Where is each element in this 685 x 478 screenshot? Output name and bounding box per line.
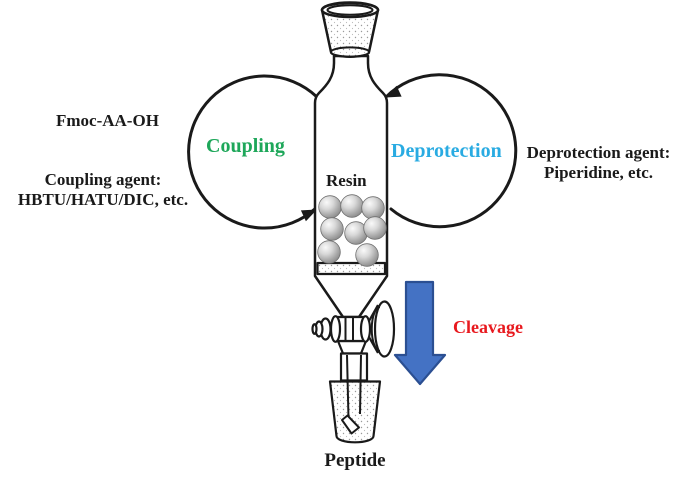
coupling-agent-line2: HBTU/HATU/DIC, etc. xyxy=(17,190,189,210)
barrel-ring-left xyxy=(329,315,342,343)
resin-beads xyxy=(317,194,387,267)
resin-bead xyxy=(320,217,344,241)
coupling-cycle-arrow xyxy=(187,74,319,230)
resin-bead xyxy=(317,240,341,264)
throat-cone xyxy=(336,339,368,355)
barrel-lines xyxy=(344,317,354,341)
deprotection-step-label: Deprotection xyxy=(391,140,502,162)
coupling-agent-label: Coupling agent: HBTU/HATU/DIC, etc. xyxy=(0,170,206,210)
stopcock-knob-tip xyxy=(311,323,318,335)
top-joint-base xyxy=(330,46,370,58)
resin-bead xyxy=(318,195,342,219)
coupling-arrowhead-icon xyxy=(300,209,317,222)
inner-tube-tip xyxy=(341,414,360,435)
fmoc-aa-oh-label: Fmoc-AA-OH xyxy=(56,111,159,130)
cleavage-step-label: Cleavage xyxy=(453,317,523,337)
deprotection-agent-line2: Piperidine, etc. xyxy=(543,163,654,183)
barrel-ring-right xyxy=(359,315,372,343)
cleavage-arrow-icon xyxy=(393,280,447,386)
deprotection-agent-label: Deprotection agent: Piperidine, etc. xyxy=(512,143,685,183)
handle-disc-inner xyxy=(370,306,381,352)
glass-column xyxy=(313,1,389,319)
coupling-agent-line1: Coupling agent: xyxy=(44,170,162,189)
deprotection-agent-line1: Deprotection agent: xyxy=(526,143,671,162)
peptide-label: Peptide xyxy=(324,450,386,471)
deprotection-cycle-arrow xyxy=(384,73,518,229)
inner-tube-lines xyxy=(346,354,362,420)
outlet-stem xyxy=(339,352,369,382)
deprotection-arrowhead-icon xyxy=(385,85,402,98)
bottom-joint-cup xyxy=(328,380,382,444)
resin-bead xyxy=(361,196,385,220)
frit xyxy=(316,261,387,276)
coupling-step-label: Coupling xyxy=(206,135,285,157)
resin-label: Resin xyxy=(326,171,367,190)
top-joint-rim-inner xyxy=(326,4,374,16)
resin-bead xyxy=(340,194,364,218)
resin-bead xyxy=(363,216,387,240)
stopcock-handle-disc xyxy=(373,300,396,358)
cycle-arrowheads xyxy=(300,85,402,222)
stopcock-assembly xyxy=(311,300,396,444)
resin-bead xyxy=(355,243,379,267)
